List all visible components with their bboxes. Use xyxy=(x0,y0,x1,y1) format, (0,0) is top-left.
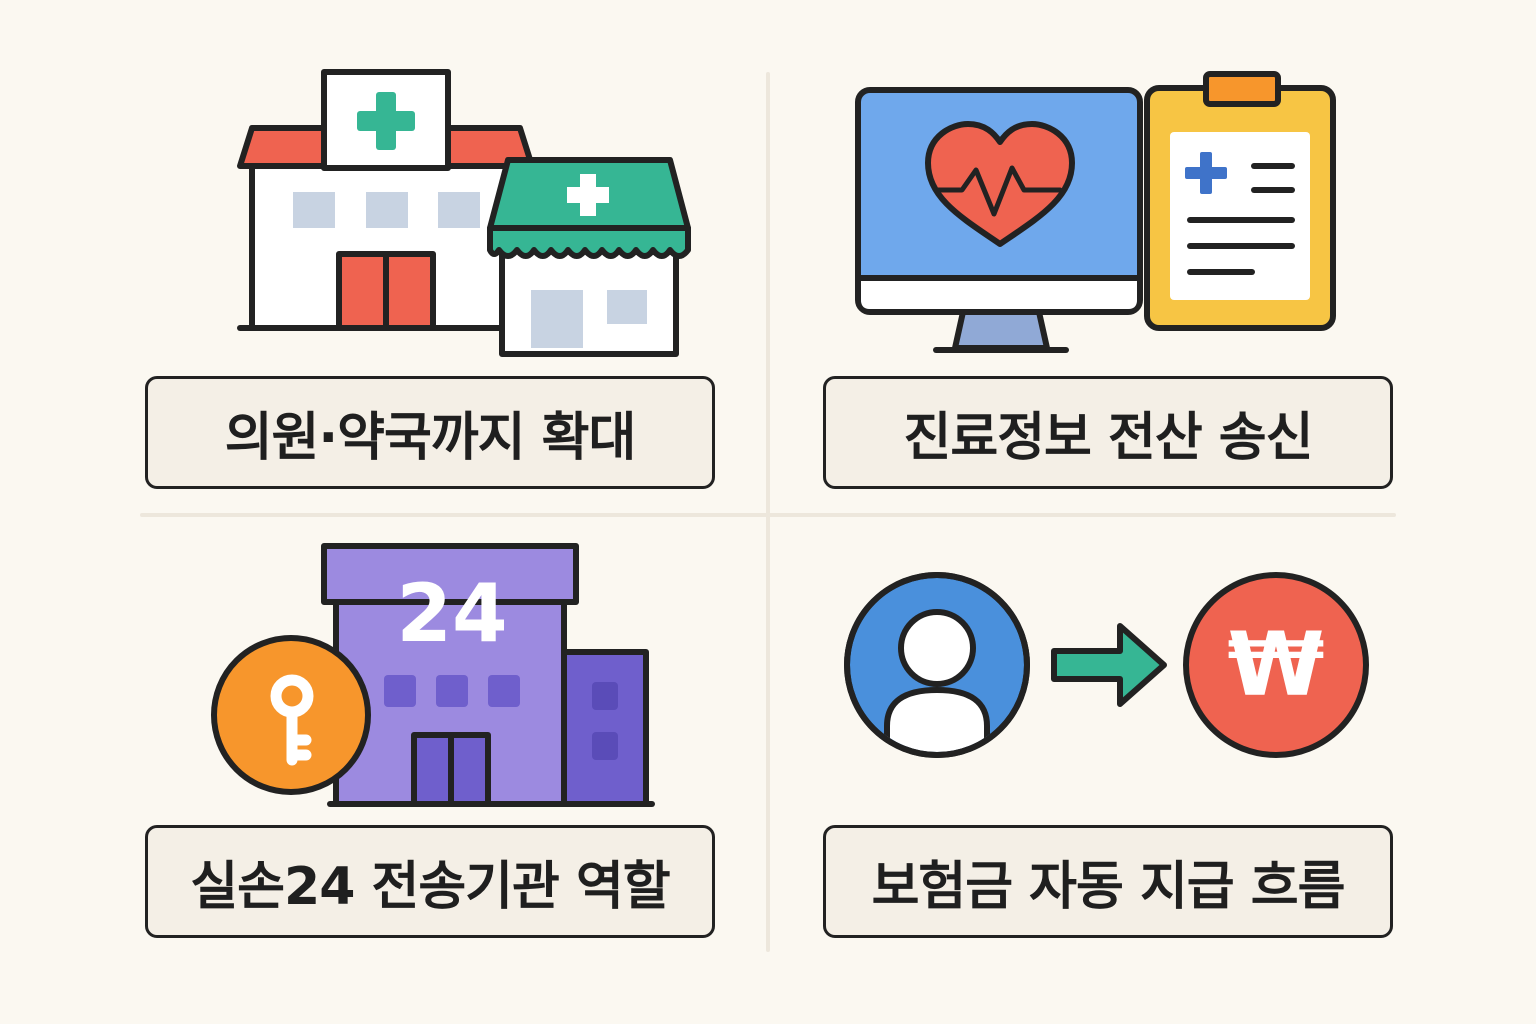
panel-2-label: 진료정보 전산 송신 xyxy=(903,408,1314,468)
monitor-heart-and-clipboard-icon xyxy=(855,71,1336,353)
vertical-divider xyxy=(766,72,770,952)
building-number: 24 xyxy=(396,567,507,660)
horizontal-divider xyxy=(140,513,1396,517)
panel-1-label: 의원·약국까지 확대 xyxy=(224,408,637,468)
label-card: 의원·약국까지 확대 xyxy=(145,376,715,489)
label-card: 실손24 전송기관 역할 xyxy=(145,825,715,938)
hospital-and-pharmacy-icon xyxy=(237,69,691,357)
label-card: 진료정보 전산 송신 xyxy=(823,376,1393,489)
building-24-and-key-icon: 24 xyxy=(211,543,655,807)
user-arrow-won-icon: ₩ xyxy=(844,572,1369,758)
panel-3-label: 실손24 전송기관 역할 xyxy=(190,857,670,917)
won-currency-symbol: ₩ xyxy=(1227,613,1324,716)
label-card: 보험금 자동 지급 흐름 xyxy=(823,825,1393,938)
panel-4-label: 보험금 자동 지급 흐름 xyxy=(871,857,1346,917)
